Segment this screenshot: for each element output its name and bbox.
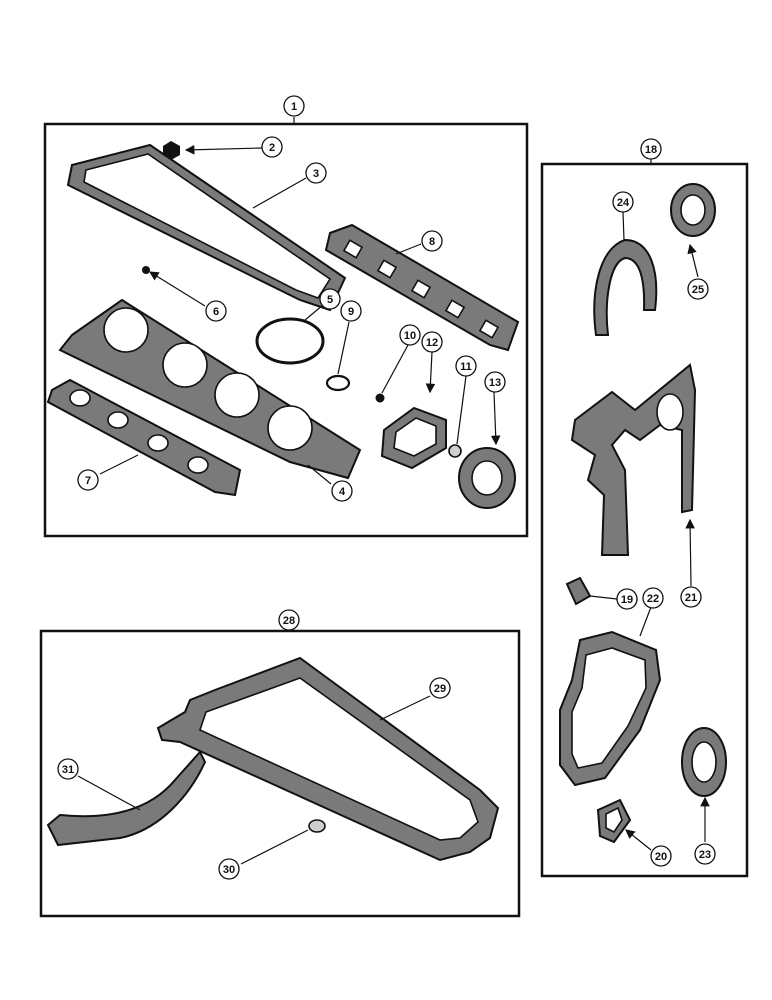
svg-text:3: 3: [313, 168, 319, 180]
svg-text:12: 12: [426, 337, 438, 349]
callout-7: 7: [77, 469, 99, 491]
callout-12: 12: [421, 331, 443, 353]
svg-text:11: 11: [460, 361, 472, 373]
svg-text:6: 6: [213, 306, 219, 318]
callout-6: 6: [205, 300, 227, 322]
svg-text:30: 30: [223, 864, 235, 876]
callout-13: 13: [484, 371, 506, 393]
small-ring: [325, 374, 351, 392]
callout-23: 23: [694, 843, 716, 865]
svg-text:21: 21: [685, 592, 697, 604]
panel-28-frame: [39, 629, 521, 918]
panel-1-frame: [43, 122, 529, 538]
svg-text:20: 20: [655, 851, 667, 863]
svg-text:24: 24: [617, 197, 630, 209]
plug: [163, 141, 180, 160]
panel-18-frame: [540, 162, 749, 878]
callout-30: 30: [218, 858, 240, 880]
svg-text:9: 9: [348, 306, 354, 318]
manifold-gasket-lower: [46, 378, 242, 497]
svg-text:29: 29: [434, 683, 446, 695]
callout-25: 25: [687, 278, 709, 300]
svg-text:13: 13: [489, 377, 501, 389]
round-gasket-23: [681, 727, 727, 797]
callout-21: 21: [680, 586, 702, 608]
callout-28: 28: [278, 609, 300, 631]
callout-1: 1: [283, 95, 305, 117]
callout-9: 9: [340, 300, 362, 322]
washer-small: [448, 444, 462, 458]
drain-plug-washer: [308, 819, 326, 833]
rear-main-seal-gasket: [46, 750, 207, 847]
callout-8: 8: [421, 230, 443, 252]
callout-18: 18: [640, 138, 662, 160]
callout-5: 5: [319, 288, 341, 310]
svg-text:18: 18: [645, 144, 657, 156]
callout-19: 19: [616, 588, 638, 610]
small-washer: [142, 266, 150, 274]
callout-2: 2: [261, 136, 283, 158]
timing-cover-gasket: [570, 363, 697, 556]
water-pump-gasket: [559, 630, 662, 787]
flange-gasket: [670, 183, 716, 237]
cover-plate-gasket: [565, 576, 592, 606]
svg-text:8: 8: [429, 236, 435, 248]
callout-4: 4: [331, 480, 353, 502]
svg-text:4: 4: [339, 486, 346, 498]
plug-small: [375, 393, 385, 403]
svg-text:22: 22: [647, 593, 659, 605]
svg-text:7: 7: [85, 475, 91, 487]
svg-text:19: 19: [621, 594, 633, 606]
callout-20: 20: [650, 845, 672, 867]
svg-text:28: 28: [283, 615, 295, 627]
o-ring-large: [255, 317, 325, 365]
callout-11: 11: [455, 355, 477, 377]
manifold-gasket-upper: [324, 223, 520, 352]
callout-24: 24: [612, 191, 634, 213]
callout-3: 3: [305, 162, 327, 184]
svg-text:31: 31: [62, 764, 74, 776]
round-gasket: [458, 447, 516, 509]
callout-22: 22: [642, 587, 664, 609]
svg-text:1: 1: [291, 101, 297, 113]
svg-text:5: 5: [327, 294, 333, 306]
small-cover-gasket: [596, 798, 632, 844]
thermostat-housing-gasket: [380, 406, 447, 470]
rear-seal-retainer-gasket: [593, 238, 658, 336]
callout-31: 31: [57, 758, 79, 780]
oil-pan-gasket: [156, 656, 500, 862]
svg-text:2: 2: [269, 142, 275, 154]
callout-10: 10: [399, 324, 421, 346]
callout-29: 29: [429, 677, 451, 699]
svg-text:23: 23: [699, 849, 711, 861]
svg-text:25: 25: [692, 284, 704, 296]
cylinder-head-gasket: [58, 298, 362, 480]
svg-text:10: 10: [404, 330, 416, 342]
valve-cover-gasket: [66, 143, 347, 312]
